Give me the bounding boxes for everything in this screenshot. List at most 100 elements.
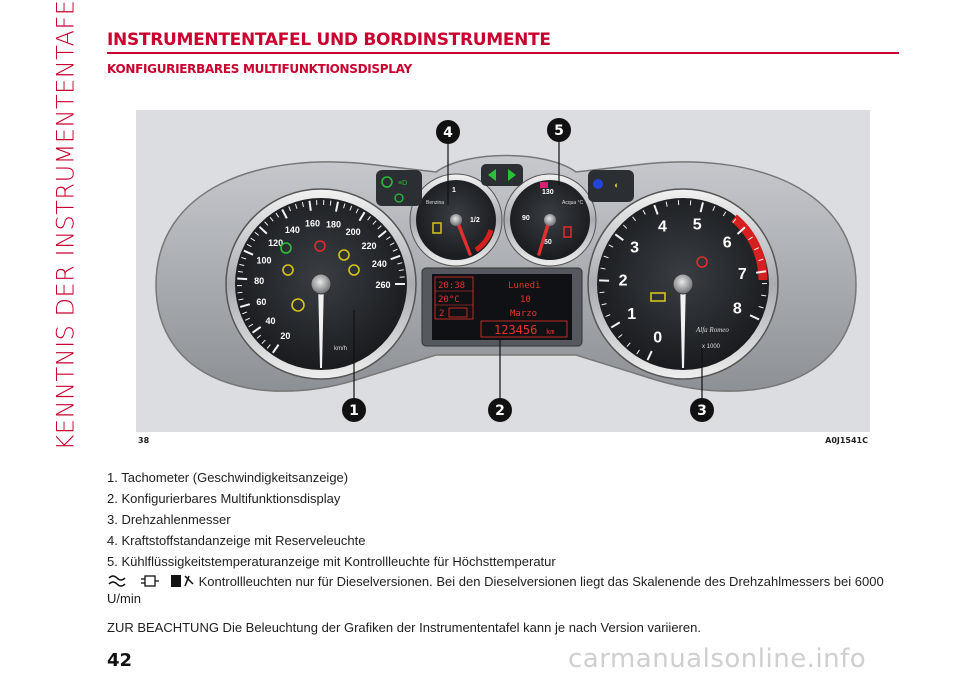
callout-5: 5 [547, 118, 571, 142]
speedometer-unit: km/h [334, 346, 347, 352]
speedometer-tick [392, 248, 398, 252]
right-indicator-pod [588, 170, 634, 202]
tachometer-needle [680, 280, 686, 368]
speedometer-tick [377, 225, 382, 230]
speedometer-tick [251, 326, 262, 334]
tachometer-tick [605, 314, 611, 318]
svg-text:1: 1 [349, 403, 359, 419]
temp-gauge-tick-50: 50 [544, 239, 552, 246]
tachometer-tick [732, 218, 737, 223]
legend-list: 1. Tachometer (Geschwindigkeitsanzeige) … [107, 467, 897, 572]
temp-gauge-tick-90: 90 [522, 215, 530, 222]
callout-1: 1 [342, 398, 366, 422]
tachometer-tick [749, 314, 760, 321]
tachometer-label-3: 3 [630, 240, 639, 257]
speedometer-tick [248, 323, 254, 328]
speedometer-tick [397, 262, 403, 265]
left-indicator-pod [376, 170, 422, 206]
temp-gauge-needle [537, 218, 552, 256]
speedometer-tick [238, 298, 244, 301]
speedometer-tick [254, 231, 260, 236]
speedometer-label-60: 60 [256, 297, 266, 307]
speedometer-label-260: 260 [375, 280, 390, 290]
speedometer-tick [386, 236, 391, 240]
speedometer-tick [275, 212, 280, 218]
tachometer-label-4: 4 [658, 219, 667, 236]
tachometer-tick [600, 267, 606, 270]
speedometer-tick [288, 206, 292, 212]
diesel-filter-icon [141, 575, 159, 587]
speedometer-label-140: 140 [285, 225, 300, 235]
tachometer-tick [748, 236, 753, 241]
legend-item-4: 4. Kraftstoffstandanzeige mit Reserveleu… [107, 533, 366, 548]
tachometer-tick [712, 206, 716, 212]
speedometer-tick [281, 209, 288, 219]
tachometer-tick [608, 244, 614, 248]
display-gear-hint: 2 [439, 309, 444, 319]
page-number: 42 [107, 650, 133, 671]
page-heading: INSTRUMENTENTAFEL UND BORDINSTRUMENTE [107, 30, 899, 54]
speedometer-label-180: 180 [326, 219, 341, 229]
temp-gauge-tick-130: 130 [542, 189, 554, 196]
tachometer-label-8: 8 [733, 300, 742, 317]
multifunction-display: 20:38 20°C 2 Lunedì 10 Marzo 123456 km [421, 267, 583, 347]
display-temperature: 20°C [438, 295, 460, 305]
speedometer-label-120: 120 [268, 238, 283, 248]
tachometer-tick [614, 233, 624, 242]
high-beam-icon [593, 179, 603, 189]
speedometer-label-80: 80 [254, 276, 264, 286]
temperature-gauge: Acqua °C 50 90 130 [503, 173, 597, 267]
speedometer-tick [372, 220, 377, 225]
speedometer-tick [272, 344, 280, 354]
figure-number: 38 [138, 436, 150, 445]
temp-gauge-label: Acqua °C [562, 200, 584, 206]
speedometer-tick [301, 201, 304, 208]
speedometer-tick [367, 215, 371, 221]
speedometer-tick [294, 203, 298, 209]
speedometer-tick [329, 200, 332, 206]
tachometer-tick [755, 270, 767, 274]
display-date: 10 [520, 295, 531, 305]
legend-item-1: 1. Tachometer (Geschwindigkeitsanzeige) [107, 470, 349, 485]
display-month: Marzo [510, 309, 537, 319]
glow-plug-icon [108, 575, 126, 587]
temp-max-light [540, 182, 548, 188]
legend-item-2: 2. Konfigurierbares Multifunktionsdispla… [107, 491, 341, 506]
legend-item-3: 3. Drehzahlenmesser [107, 512, 231, 527]
speedometer-tick [358, 211, 366, 222]
speedometer-warning-light-6 [291, 298, 305, 312]
callout-3: 3 [690, 398, 714, 422]
tachometer-unit: x 1000 [702, 344, 721, 350]
tachometer-tick [632, 216, 636, 222]
page-subheading: KONFIGURIERBARES MULTIFUNKTIONSDISPLAY [107, 62, 412, 76]
svg-text:2: 2 [495, 403, 505, 419]
speedometer-label-40: 40 [265, 316, 275, 326]
tachometer-brand: Alfa Romeo [695, 326, 729, 334]
tachometer-tick [599, 291, 605, 294]
speedometer-warning-light-5 [348, 264, 360, 276]
svg-text:3: 3 [697, 403, 707, 419]
svg-text:4: 4 [443, 125, 453, 141]
fuel-gauge-label: Benzina [426, 200, 444, 206]
tachometer-tick [736, 226, 746, 235]
tachometer-label-7: 7 [738, 266, 747, 283]
tachometer-tick [618, 334, 623, 339]
callout-4: 4 [436, 120, 460, 144]
tachometer-tick [653, 204, 659, 215]
speedometer-tick [266, 344, 271, 349]
speedometer-tick [258, 226, 268, 235]
tachometer-tick [665, 201, 668, 207]
speedometer-tick [246, 243, 252, 248]
tachometer-tick [603, 255, 609, 259]
speedometer-tick [269, 216, 274, 222]
speedometer-tick [334, 201, 339, 212]
turn-left-icon [488, 169, 496, 181]
display-time: 20:38 [438, 281, 465, 291]
speedometer-tick [239, 303, 251, 308]
speedometer-warning-light-1 [280, 242, 292, 254]
tachometer-red-zone [731, 214, 768, 281]
speedometer-tick [389, 242, 395, 246]
fog-light-icon [381, 176, 393, 188]
fuel-gauge-needle [454, 218, 472, 256]
